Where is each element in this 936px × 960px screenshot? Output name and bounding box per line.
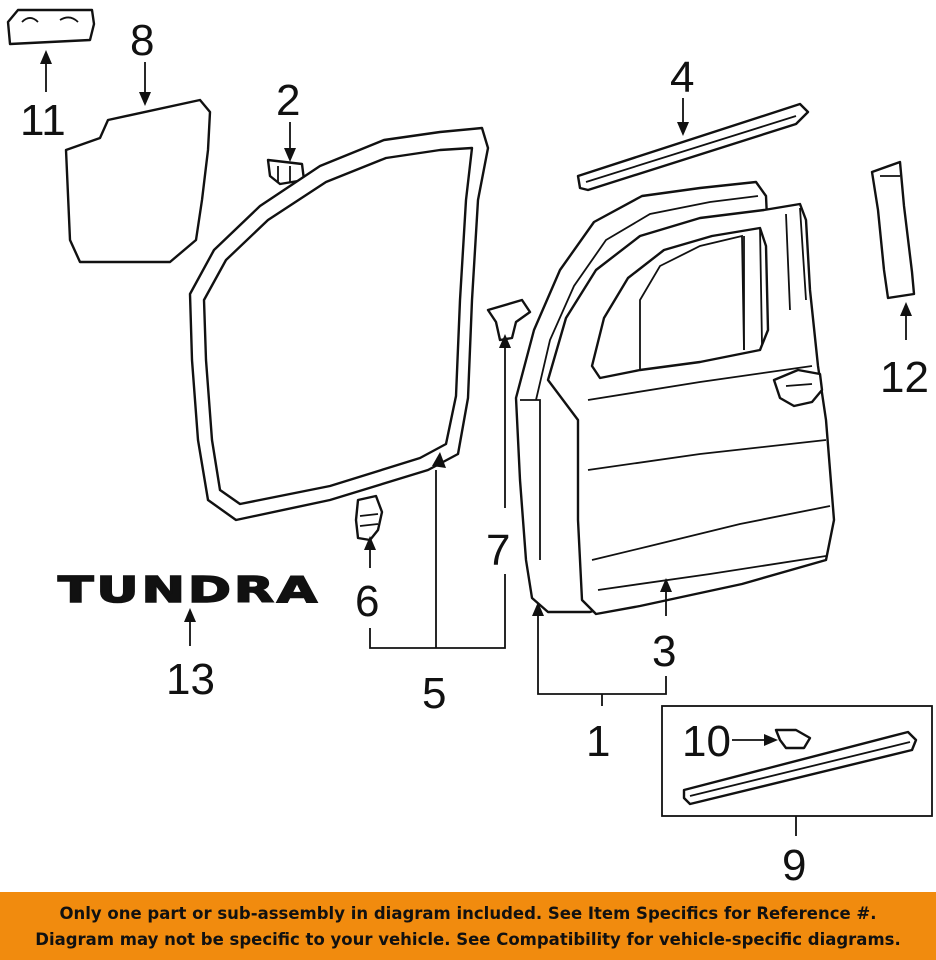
part-3-outer-panel [546,202,836,616]
part-9-moulding [682,730,918,806]
callout-12: 12 [880,353,929,402]
arrowhead-7 [499,334,511,348]
part-2-clip [266,158,306,186]
callout-13: 13 [166,655,215,704]
part-12-garnish [870,160,916,300]
part-5-weatherstrip [188,126,490,522]
callout-1: 1 [586,717,610,766]
callout-5: 5 [422,669,446,718]
part-8-sheet [64,98,212,264]
callout-4: 4 [670,53,694,102]
part-11-clip [6,8,96,46]
callout-2: 2 [276,76,300,125]
callout-10: 10 [682,717,731,766]
part-7-retainer [486,298,532,342]
arrowhead-10 [764,734,778,746]
arrowhead-12 [900,302,912,316]
callout-9: 9 [782,841,806,890]
arrowhead-4 [677,122,689,136]
arrowhead-6 [364,536,376,550]
disclaimer-banner: Only one part or sub-assembly in diagram… [0,892,936,960]
disclaimer-line-1: Only one part or sub-assembly in diagram… [59,904,877,923]
part-4-moulding [576,102,810,192]
part-13-emblem: TUNDRA [58,570,320,611]
arrowhead-8 [139,92,151,106]
arrowhead-13 [184,608,196,622]
arrowhead-3 [660,578,672,592]
arrowhead-2 [284,148,296,162]
disclaimer-line-2: Diagram may not be specific to your vehi… [35,930,901,949]
callout-7: 7 [486,526,510,575]
arrowhead-5 [432,452,446,468]
callout-6: 6 [355,577,379,626]
parts-diagram: 11 8 2 7 6 5 4 12 [6,8,933,890]
arrowhead-1 [532,602,544,616]
leader-1-3 [537,614,667,706]
callout-8: 8 [130,16,154,65]
part-9-box [661,705,933,817]
arrowhead-11 [40,50,52,64]
leader-5-6-7 [369,470,506,649]
part-6-clip [354,494,384,542]
callout-11: 11 [20,96,66,145]
part-10-clip [774,728,812,750]
callout-3: 3 [652,627,676,676]
